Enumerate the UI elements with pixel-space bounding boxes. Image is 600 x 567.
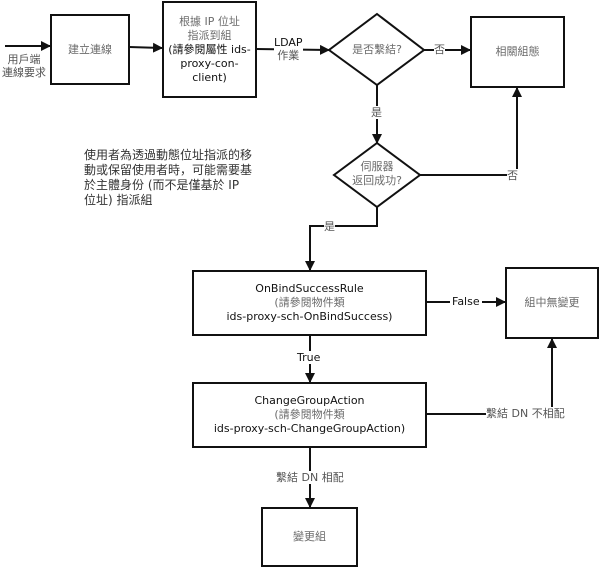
- ldap-line1: LDAP: [274, 36, 303, 49]
- on-bind-line2: (請參閱物件類: [274, 296, 345, 309]
- related-config-label: 相關組態: [495, 45, 540, 58]
- cga-line2: (請參閱物件類: [274, 408, 345, 421]
- arrow-dn-mismatch: [426, 338, 557, 415]
- no-label-1: 否: [434, 43, 445, 56]
- arrow-connect-to-assign: [128, 42, 163, 53]
- server-line2: 返回成功?: [352, 174, 402, 187]
- establish-connection-box: 建立連線: [50, 14, 130, 85]
- assign-line2: 指派到組: [187, 28, 232, 42]
- dn-mismatch-label: 繫結 DN 不相配: [486, 407, 565, 420]
- on-bind-line3: ids-proxy-sch-OnBindSuccess): [226, 310, 393, 323]
- is-bind-label: 是否繫結?: [352, 43, 402, 56]
- client-request-line2: 連線要求: [2, 66, 46, 79]
- dn-match-label: 繫結 DN 相配: [276, 471, 344, 484]
- true-label: True: [297, 351, 321, 364]
- arrow-server-no: [420, 87, 522, 176]
- assign-by-ip-box: 根據 IP 位址 指派到組 (請參閱屬性 ids- proxy-con-clie…: [162, 1, 257, 98]
- assign-line1: 根據 IP 位址: [179, 14, 240, 28]
- note-text: 使用者為透過動態位址指派的移動或保留使用者時，可能需要基於主體身份 (而不是僅基…: [84, 148, 253, 207]
- server-success-label: 伺服器 返回成功?: [344, 160, 410, 188]
- false-label: False: [450, 295, 482, 308]
- no-label-2: 否: [507, 169, 518, 182]
- yes-label-2: 是: [324, 220, 335, 233]
- client-request-label: 用戶端 連線要求: [2, 53, 46, 79]
- cga-line3: ids-proxy-sch-ChangeGroupAction): [213, 422, 406, 435]
- yes-label-1: 是: [371, 106, 382, 119]
- related-config-box: 相關組態: [470, 16, 565, 88]
- ldap-op-label: LDAP 作業: [274, 36, 303, 62]
- assign-line4: proxy-con-client): [180, 56, 239, 84]
- change-group-action-box: ChangeGroupAction (請參閱物件類 ids-proxy-sch-…: [192, 382, 427, 448]
- client-request-line1: 用戶端: [7, 53, 41, 66]
- on-bind-title: OnBindSuccessRule: [255, 282, 364, 295]
- change-group-label: 變更組: [293, 530, 326, 543]
- establish-connection-label: 建立連線: [68, 42, 112, 56]
- arrow-server-yes: [305, 207, 378, 271]
- assign-line3: (請參閱屬性 ids-: [168, 42, 251, 56]
- cga-title: ChangeGroupAction: [254, 394, 365, 407]
- no-change-label: 組中無變更: [524, 296, 580, 309]
- change-group-box: 變更組: [261, 507, 358, 567]
- no-change-box: 組中無變更: [505, 267, 599, 339]
- ldap-line2: 作業: [277, 49, 300, 62]
- server-line1: 伺服器: [360, 160, 394, 173]
- on-bind-rule-box: OnBindSuccessRule (請參閱物件類 ids-proxy-sch-…: [192, 270, 427, 336]
